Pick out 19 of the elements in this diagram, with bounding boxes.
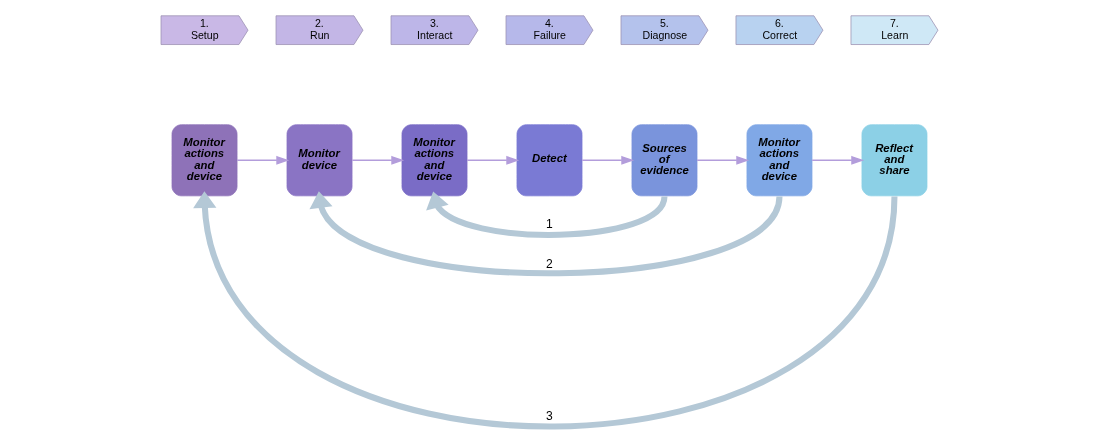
node-box: Sources of evidence: [631, 124, 697, 197]
arrow: [465, 155, 519, 165]
edge-label: 3: [545, 409, 553, 424]
arrow: [580, 155, 634, 165]
node-box: Monitor actions and device: [401, 124, 467, 197]
arrow: [308, 191, 782, 277]
edge-label: 1: [545, 217, 553, 232]
arrow: [350, 155, 404, 165]
arrow: [192, 191, 897, 430]
node-box: Detect: [516, 124, 582, 197]
arrow: [810, 155, 864, 165]
arrow: [425, 191, 667, 238]
arrow: [695, 155, 749, 165]
arrow: [235, 155, 289, 165]
node-box: Reflect and share: [861, 124, 927, 197]
node-box: Monitor device: [286, 124, 352, 197]
edge-label: 2: [545, 256, 553, 271]
node-box: Monitor actions and device: [171, 124, 237, 197]
node-box: Monitor actions and device: [746, 124, 812, 197]
